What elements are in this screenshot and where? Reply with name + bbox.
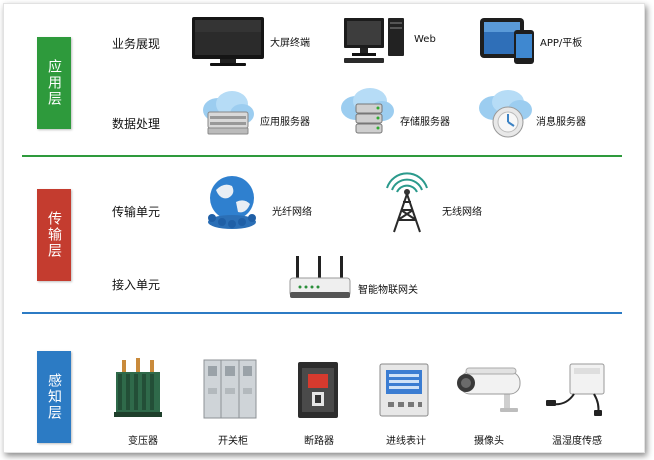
- item-label-circuit-breaker: 断路器: [304, 436, 334, 447]
- storage-server-icon: [341, 88, 394, 134]
- item-label-iot-gateway: 智能物联网关: [358, 285, 418, 296]
- row-label-processing: 数据处理: [112, 117, 161, 131]
- switch-cabinet-icon: [203, 359, 257, 419]
- item-label-fiber-network: 光纤网络: [272, 207, 312, 218]
- transformer-icon: [114, 358, 162, 417]
- item-label-message-server: 消息服务器: [536, 117, 586, 128]
- message-server-icon: [479, 90, 532, 138]
- item-label-big-screen: 大屏终端: [270, 38, 310, 49]
- power-meter-icon: [379, 363, 429, 417]
- app-server-icon: [203, 91, 254, 135]
- item-label-storage-server: 存储服务器: [400, 117, 450, 128]
- router-icon: [289, 256, 351, 298]
- desktop-computer-icon: [344, 18, 404, 63]
- transport-layer-tag: 传输层: [37, 189, 71, 281]
- sensing-layer-label: 感知层: [46, 373, 62, 421]
- item-label-app-tablet: APP/平板: [540, 38, 583, 49]
- row-label-transmission: 传输单元: [112, 205, 161, 219]
- architecture-diagram: 应用层 业务展现 数据处理 大屏终端 Web APP/平板: [3, 3, 645, 453]
- humidity-sensor-icon: [546, 363, 605, 416]
- globe-network-icon: [208, 176, 256, 229]
- item-label-camera: 摄像头: [474, 436, 504, 447]
- tv-icon: [192, 17, 264, 66]
- item-label-power-meter: 进线表计: [386, 436, 426, 447]
- circuit-breaker-icon: [298, 362, 338, 418]
- sensing-layer-tag: 感知层: [37, 351, 71, 443]
- radio-tower-icon: [386, 172, 428, 233]
- item-label-web: Web: [414, 34, 436, 45]
- tablet-phone-icon: [480, 18, 534, 64]
- application-layer-label: 应用层: [46, 59, 62, 107]
- item-label-wireless-network: 无线网络: [442, 207, 482, 218]
- row-label-presentation: 业务展现: [112, 37, 161, 51]
- separator-transport: [22, 312, 622, 314]
- item-label-transformer: 变压器: [128, 436, 158, 447]
- item-label-humidity-sensor: 温湿度传感: [552, 436, 602, 447]
- application-layer-tag: 应用层: [37, 37, 71, 129]
- item-label-app-server: 应用服务器: [260, 117, 310, 128]
- row-label-access: 接入单元: [112, 278, 161, 292]
- item-label-switch-cabinet: 开关柜: [218, 436, 248, 447]
- transport-layer-label: 传输层: [46, 211, 62, 259]
- camera-icon: [457, 367, 521, 412]
- separator-application: [22, 155, 622, 157]
